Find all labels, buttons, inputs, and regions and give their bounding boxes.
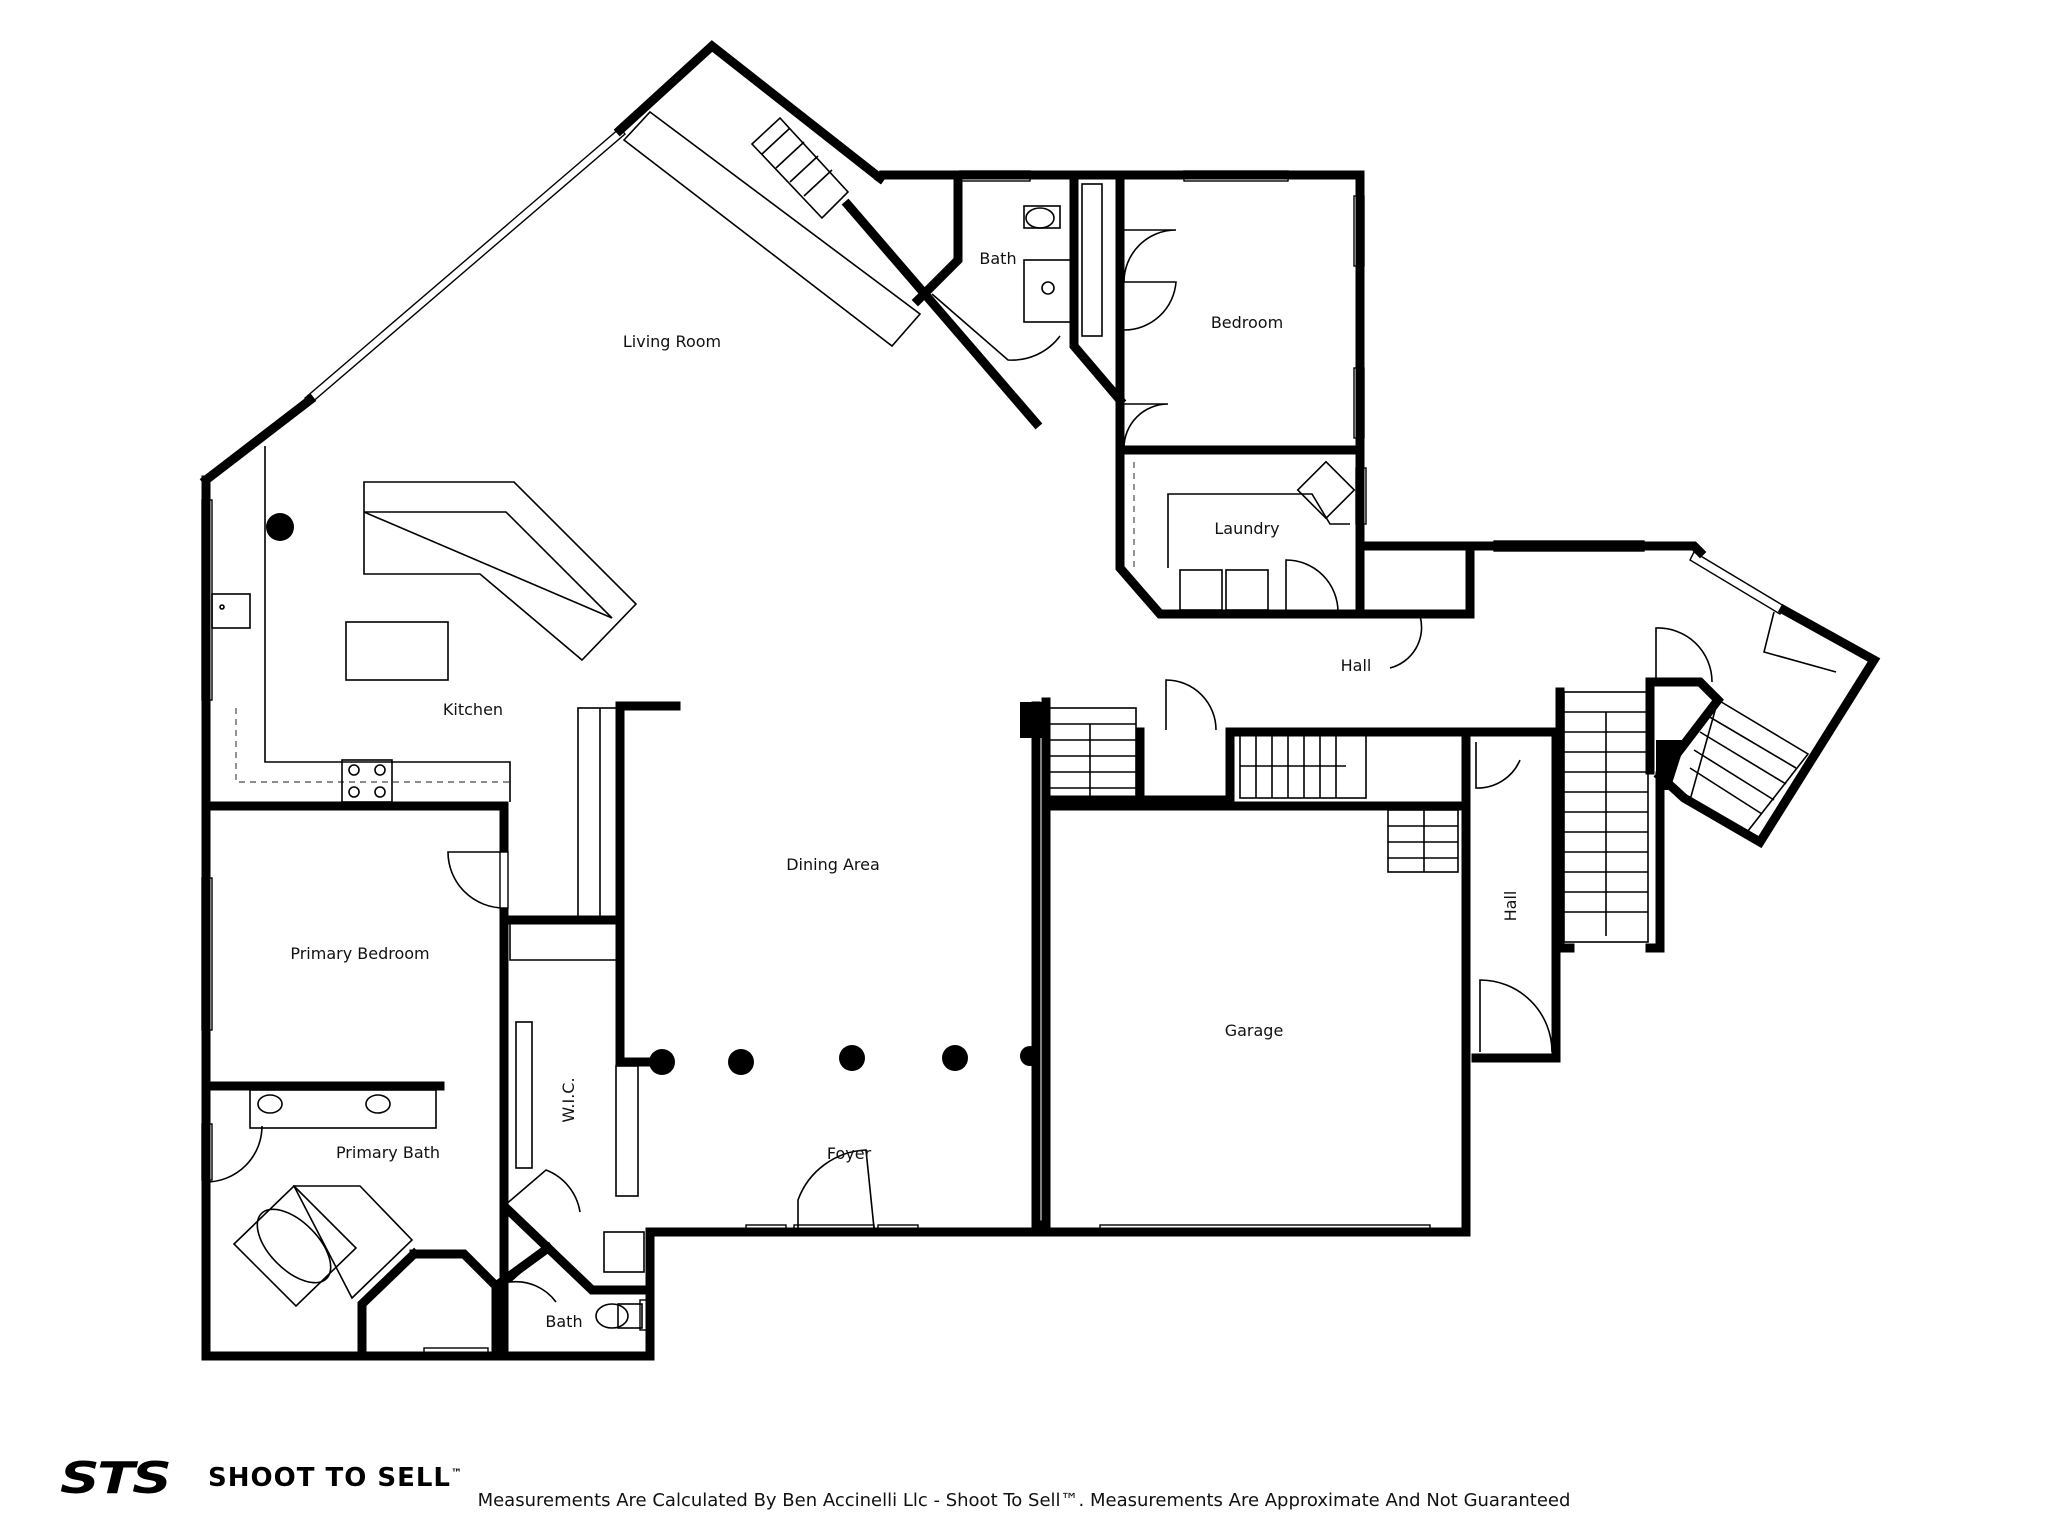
closet-shelf [1081, 183, 1103, 337]
built-in-shelf [622, 110, 922, 348]
toilet-icon [617, 1303, 643, 1329]
stairs-icon [750, 116, 850, 220]
door-swing-icon [205, 1125, 263, 1183]
wic-shelf [515, 1021, 533, 1169]
door-swing-icon [1285, 559, 1339, 613]
sts-logo-icon: STS SHOOT TO SELL™ [60, 1448, 463, 1508]
room-label-garage: Garage [1225, 1021, 1284, 1040]
door-swing-icon [1165, 679, 1217, 731]
logo-mark: STS [60, 1452, 172, 1504]
room-label-primary-bath: Primary Bath [336, 1143, 440, 1162]
logo-name-text: SHOOT TO SELL [208, 1463, 451, 1493]
column-icon [266, 513, 294, 541]
room-label-primary-bedroom: Primary Bedroom [290, 944, 429, 963]
room-label-bath-lower: Bath [545, 1312, 582, 1331]
door-swing-icon [931, 293, 1061, 361]
stove-icon [341, 759, 393, 803]
stairs-icon [1043, 707, 1137, 801]
door-swing-icon [1123, 229, 1177, 283]
room-labels: Living Room Kitchen Bath Bedroom Laundry… [290, 249, 1520, 1331]
sink-icon [211, 593, 251, 629]
logo-name: SHOOT TO SELL™ [208, 1463, 463, 1493]
column-icon [649, 1049, 675, 1075]
sink-icon [1023, 259, 1073, 323]
door-swing-icon [1123, 281, 1177, 331]
room-label-hall-side: Hall [1501, 891, 1520, 922]
door-swing-icon [503, 1169, 581, 1213]
door-swing-icon [447, 851, 505, 909]
sink-icon [1296, 460, 1356, 520]
pantry-cabinet [577, 707, 621, 919]
room-label-kitchen: Kitchen [443, 700, 503, 719]
stairs-icon [1689, 698, 1810, 838]
door-swing-icon [1380, 615, 1423, 669]
column-icon [1020, 1046, 1040, 1066]
measurement-disclaimer: Measurements Are Calculated By Ben Accin… [477, 1490, 1571, 1511]
kitchen-island [345, 621, 449, 681]
room-label-wic: W.I.C. [559, 1077, 578, 1122]
kitchen-bar-counter [363, 481, 638, 662]
column-icon [942, 1045, 968, 1071]
window-icon [1689, 551, 1785, 615]
wall-stub [1020, 702, 1042, 738]
door-swing-icon [1123, 403, 1169, 449]
column-icon [728, 1049, 754, 1075]
sink-icon [257, 1094, 283, 1114]
cabinet [603, 1231, 645, 1273]
stairs-icon [1563, 691, 1649, 943]
sink-icon [365, 1094, 391, 1114]
bathtub-icon [232, 1184, 358, 1308]
doors [205, 229, 1713, 1303]
logo-trademark: ™ [451, 1466, 463, 1480]
wall-stub [1656, 740, 1686, 790]
wic-shelf [615, 1065, 639, 1197]
washer [1179, 569, 1223, 611]
door-swing-icon [1655, 627, 1713, 683]
door-swing-icon [1479, 979, 1553, 1053]
windows [201, 127, 1785, 1359]
door-swing-icon [797, 1149, 875, 1229]
stairs-icon [1387, 809, 1459, 873]
columns [266, 513, 1686, 1075]
stairs-icon [1239, 733, 1367, 799]
room-label-living-room: Living Room [623, 332, 721, 351]
stairs [750, 116, 1837, 943]
room-label-laundry: Laundry [1214, 519, 1279, 538]
vanity [249, 1089, 437, 1129]
room-label-bath-upper: Bath [979, 249, 1016, 268]
column-icon [839, 1045, 865, 1071]
walls [199, 40, 1881, 1361]
dryer [1225, 569, 1269, 611]
door-swing-icon [1475, 742, 1521, 789]
shower [292, 1185, 414, 1300]
room-label-dining-area: Dining Area [786, 855, 880, 874]
room-label-hall-upper: Hall [1341, 656, 1372, 675]
fixtures [211, 110, 1356, 1329]
window-icon [304, 127, 626, 405]
door-swing-icon [507, 1247, 557, 1303]
room-label-bedroom: Bedroom [1211, 313, 1283, 332]
room-label-foyer: Foyer [827, 1144, 872, 1163]
